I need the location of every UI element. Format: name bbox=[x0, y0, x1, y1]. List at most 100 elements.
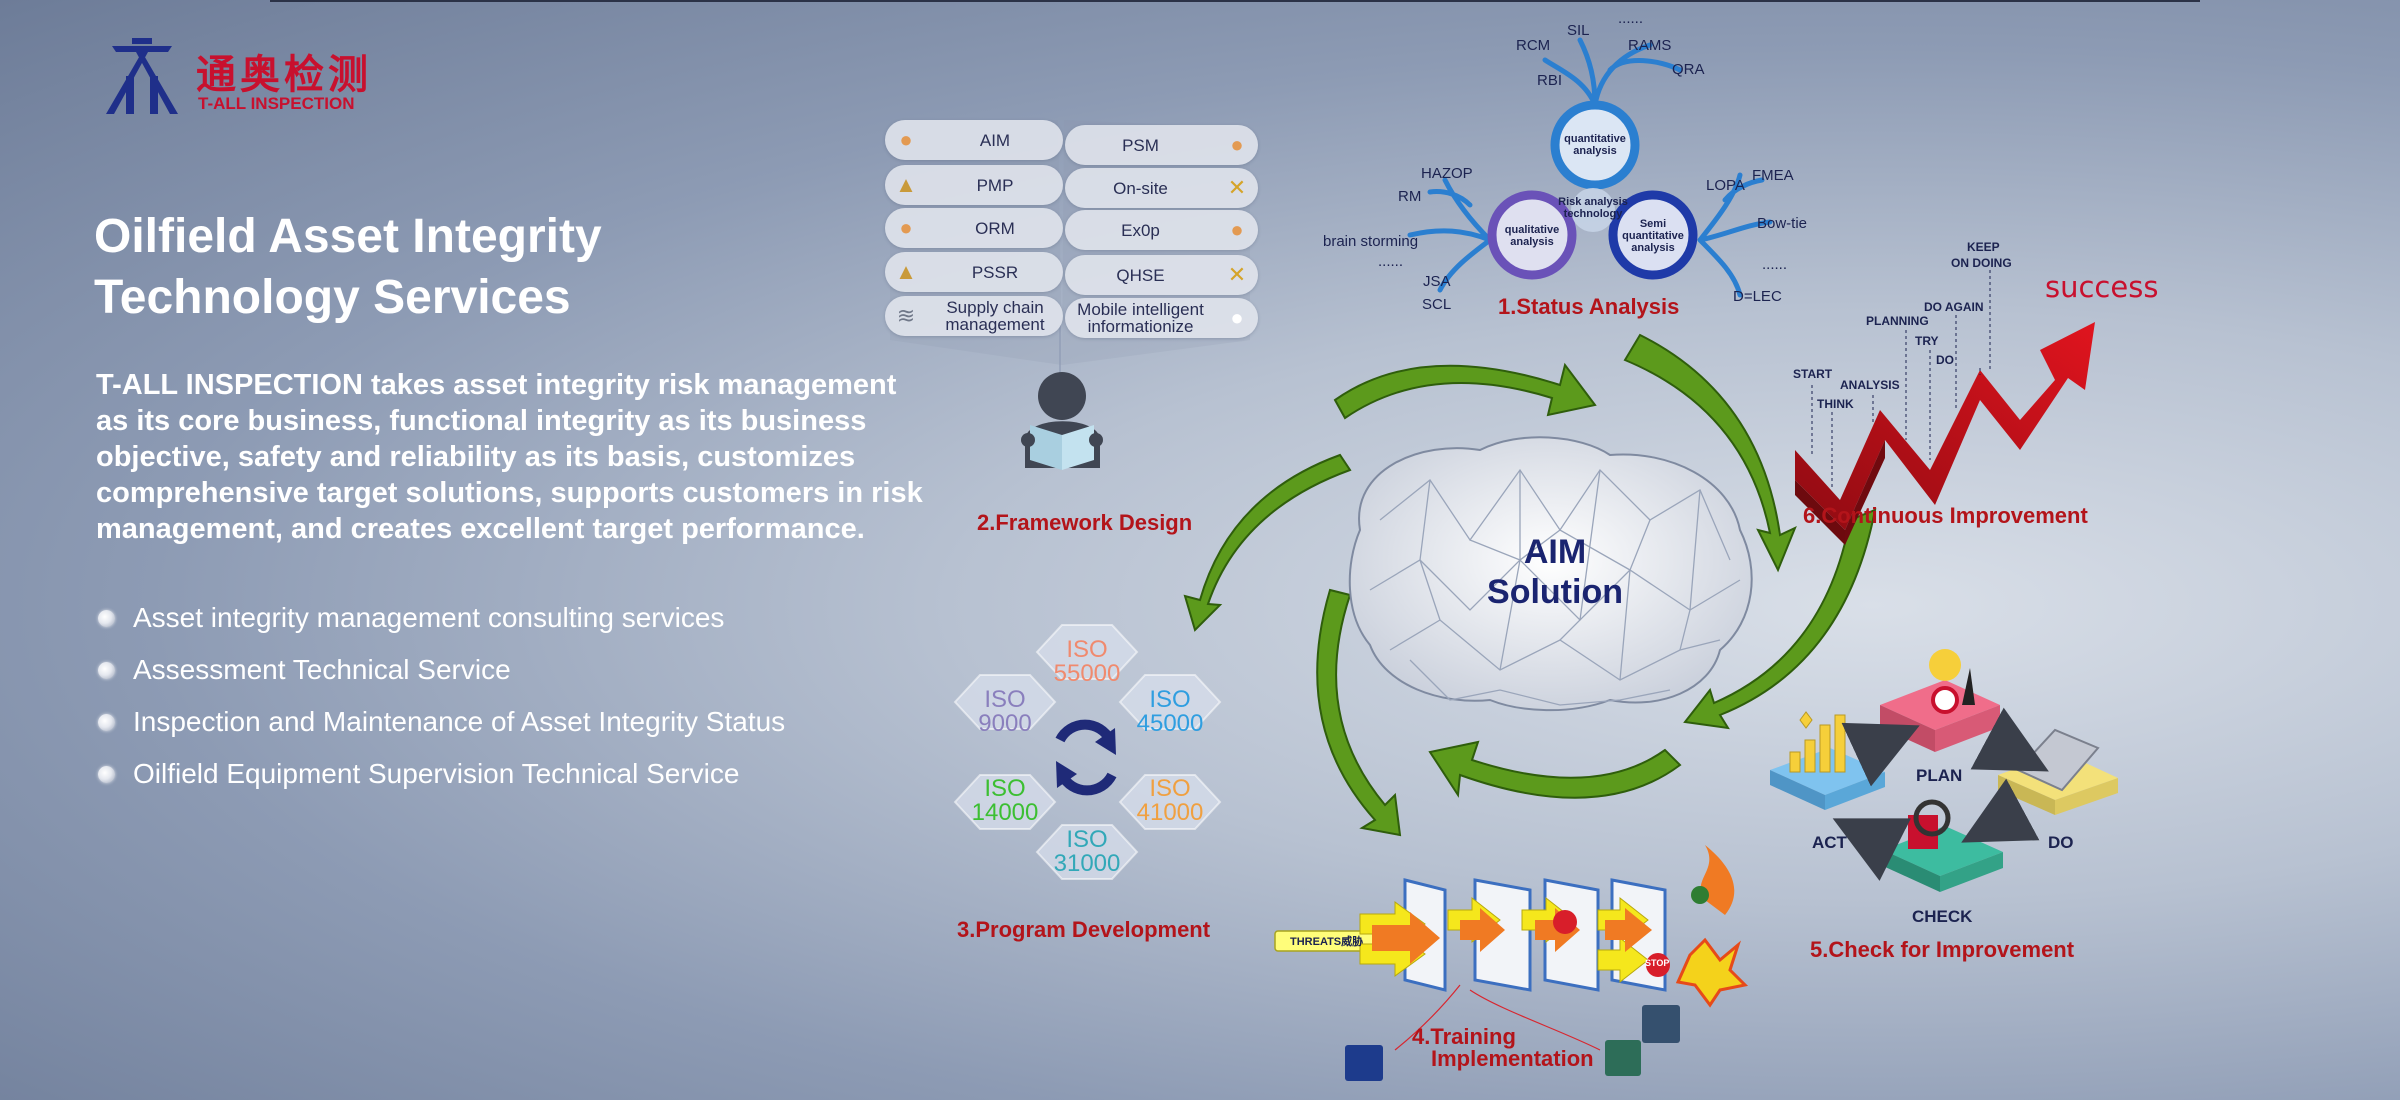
top-divider bbox=[270, 0, 2200, 2]
pdca-do-label: DO bbox=[2048, 833, 2074, 852]
success-label: success bbox=[2045, 270, 2159, 304]
page-title: Oilfield Asset Integrity Technology Serv… bbox=[94, 206, 794, 328]
iso-prefix: ISO bbox=[984, 775, 1026, 802]
bulb-icon: ● bbox=[1230, 217, 1244, 242]
stage-1-label[interactable]: 1.Status Analysis bbox=[1498, 294, 1680, 319]
framework-item-qhse[interactable]: ✕QHSE bbox=[1065, 255, 1258, 295]
iso-number: 41000 bbox=[1136, 799, 1204, 826]
term-sil: SIL bbox=[1567, 22, 1590, 39]
term-ellipsis: ...... bbox=[1378, 253, 1404, 270]
bulb-icon: ● bbox=[899, 215, 913, 240]
framework-item-psm[interactable]: ● PSM bbox=[1065, 125, 1258, 165]
framework-item-pmp[interactable]: ▲PMP bbox=[885, 165, 1063, 205]
bullet-icon bbox=[98, 765, 115, 783]
service-item[interactable]: Asset integrity management consulting se… bbox=[98, 592, 978, 644]
pdca-cycle bbox=[1770, 649, 2118, 892]
term-scl: SCL bbox=[1422, 296, 1452, 313]
bullet-icon bbox=[98, 713, 115, 731]
stage-6-label[interactable]: 6.Continuous Improvement bbox=[1803, 503, 2088, 528]
step-keep: KEEP bbox=[1967, 240, 2000, 254]
framework-label-line: management bbox=[945, 315, 1045, 334]
intro-line: management, and creates excellent target… bbox=[96, 513, 865, 545]
term-hazop: HAZOP bbox=[1421, 165, 1473, 182]
person-reading-icon bbox=[1021, 325, 1103, 470]
term-rams: RAMS bbox=[1628, 37, 1672, 54]
stage-3-label[interactable]: 3.Program Development bbox=[957, 917, 1211, 942]
training-blocks bbox=[1274, 845, 1749, 1081]
company-logo[interactable]: 通奥检测 T-ALL INSPECTION bbox=[102, 36, 382, 120]
iso-prefix: ISO bbox=[1066, 826, 1108, 853]
title-line-2: Technology Services bbox=[94, 271, 571, 324]
bulb-icon: ● bbox=[899, 127, 913, 152]
framework-label-line: Supply chain bbox=[946, 298, 1044, 317]
term-rbi: RBI bbox=[1537, 72, 1563, 89]
framework-label: ORM bbox=[975, 218, 1015, 238]
stop-sign-label: STOP bbox=[1645, 958, 1670, 968]
framework-label-line: Mobile intelligent bbox=[1077, 300, 1204, 319]
iso-prefix: ISO bbox=[1149, 686, 1191, 713]
framework-item-pssr[interactable]: ▲ PSSR bbox=[885, 252, 1063, 292]
framework-item-on-site[interactable]: ✕On-site bbox=[1065, 168, 1258, 208]
label-line: qualitative bbox=[1504, 224, 1560, 236]
term-rcm: RCM bbox=[1516, 37, 1551, 54]
bulb-icon: ● bbox=[1230, 132, 1244, 157]
stage-4-label[interactable]: 4.Training bbox=[1412, 1024, 1516, 1049]
logo-mark-icon bbox=[106, 38, 178, 114]
service-item[interactable]: Oilfield Equipment Supervision Technical… bbox=[98, 748, 978, 800]
framework-label: PSSR bbox=[971, 262, 1019, 282]
logo-chinese-name: 通奥检测 bbox=[196, 52, 372, 98]
framework-label: QHSE bbox=[1116, 265, 1165, 285]
framework-label: Ex0p bbox=[1121, 220, 1160, 240]
term-ellipsis: ...... bbox=[1618, 10, 1644, 27]
term-qra: QRA bbox=[1672, 61, 1705, 78]
framework-item-orm[interactable]: ● ORM bbox=[885, 208, 1063, 248]
stage-5-label[interactable]: 5.Check for Improvement bbox=[1810, 937, 2075, 962]
refresh-cycle-icon bbox=[1055, 719, 1117, 796]
success-arrow-icon bbox=[1795, 270, 2095, 545]
aim-solution-label: AIM Solution bbox=[1430, 532, 1680, 612]
stage-2-label[interactable]: 2.Framework Design bbox=[977, 510, 1193, 535]
label-line: quantitative bbox=[1564, 133, 1626, 145]
layers-icon: ≋ bbox=[896, 303, 916, 328]
iso-prefix: ISO bbox=[1149, 775, 1191, 802]
bullet-icon bbox=[98, 609, 115, 627]
brain-icon bbox=[1348, 436, 1753, 712]
stage-4-label-line2[interactable]: Implementation bbox=[1431, 1046, 1594, 1071]
solution-label: Solution bbox=[1487, 573, 1623, 611]
iso-number: 45000 bbox=[1136, 710, 1204, 737]
service-item[interactable]: Assessment Technical Service bbox=[98, 644, 978, 696]
intro-paragraph: T-ALL INSPECTION takes asset integrity r… bbox=[96, 367, 976, 547]
framework-label: PSM bbox=[1122, 135, 1159, 155]
step-start: START bbox=[1793, 367, 1833, 381]
bullet-icon bbox=[98, 661, 115, 679]
framework-label-line: informationize bbox=[1087, 317, 1194, 336]
framework-label: AIM bbox=[979, 130, 1011, 150]
service-item[interactable]: Inspection and Maintenance of Asset Inte… bbox=[98, 696, 978, 748]
intro-line: T-ALL INSPECTION takes asset integrity r… bbox=[96, 369, 897, 401]
graduation-cap-icon: ▲ bbox=[895, 172, 917, 197]
label-line: quantitative bbox=[1622, 230, 1684, 242]
graduation-cap-icon: ▲ bbox=[895, 259, 917, 284]
threats-label: THREATS威胁 bbox=[1290, 936, 1364, 948]
step-think: THINK bbox=[1817, 397, 1854, 411]
framework-item-ex0p[interactable]: ● Ex0p bbox=[1065, 210, 1258, 250]
framework-item-aim[interactable]: ● AIM bbox=[885, 120, 1063, 160]
status-analysis-tree bbox=[1407, 37, 1773, 298]
label-line: technology bbox=[1563, 208, 1623, 220]
iso-prefix: ISO bbox=[984, 686, 1026, 713]
label-line: Risk analysis bbox=[1558, 196, 1628, 208]
service-label: Oilfield Equipment Supervision Technical… bbox=[133, 758, 740, 789]
iso-number: 31000 bbox=[1053, 850, 1121, 877]
